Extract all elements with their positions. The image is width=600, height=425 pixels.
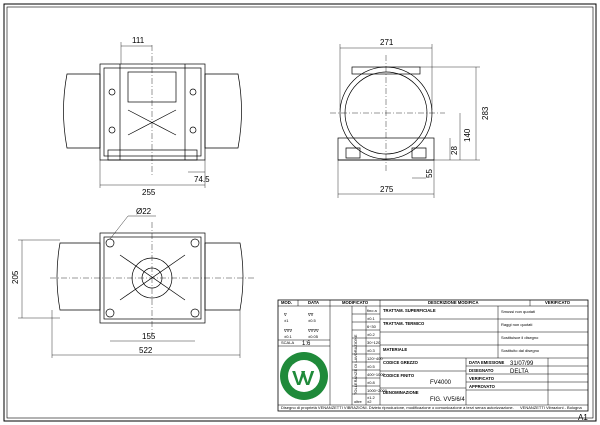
plan-view [18, 215, 255, 358]
dim-plan-length: 522 [139, 346, 153, 355]
front-view [63, 42, 242, 188]
tolerance-value: ±0.1 [367, 316, 376, 321]
header-modificato: MODIFICATO [342, 300, 369, 305]
tolerance-range: oltre [354, 399, 363, 404]
label-data-emissione: DATA EMISSIONE [469, 360, 504, 365]
label-codice-grezzo: CODICE GREZZO [383, 360, 419, 365]
sheet-border [3, 3, 597, 422]
dim-side-width-bottom: 275 [380, 185, 394, 194]
label-sostituisce: Sostituisce il disegno [501, 335, 539, 340]
value-codice-finito: FV4000 [430, 380, 452, 386]
footer-company: VENANZETTI Vibrazioni - Bologna [520, 405, 583, 410]
roughness-value: ±0.05 [308, 334, 319, 339]
label-trattamento-superficiale: TRATTAM. SUPERFICIALE [383, 308, 436, 313]
tolerance-value: ±0.5 [367, 364, 376, 369]
header-verificato: VERIFICATO [545, 300, 571, 305]
dim-side-height-total: 283 [481, 106, 490, 120]
roughness-value: ±0.1 [284, 334, 293, 339]
label-verificato: VERIFICATO [469, 376, 495, 381]
header-mod: MOD. [281, 300, 292, 305]
roughness-symbol: ∇ [283, 312, 287, 317]
footer-disclaimer: Disegno di proprietà VENANZETTI VIBRAZIO… [281, 405, 514, 410]
label-materiale: MATERIALE [383, 347, 407, 352]
sheet-format: A1 [578, 413, 588, 422]
dim-side-width-top: 271 [380, 38, 394, 47]
logo-lettering: V [292, 368, 306, 390]
dim-side-axis-height: 140 [463, 128, 472, 142]
dim-front-top-width: 111 [132, 36, 145, 45]
title-block [277, 299, 589, 412]
dim-plan-hole-spacing: 155 [142, 332, 156, 341]
scale-value: 1:6 [302, 341, 311, 347]
dim-front-offset: 74.5 [194, 175, 210, 184]
dim-front-width-bottom: 255 [142, 188, 156, 197]
roughness-value: ±1 [284, 318, 289, 323]
roughness-symbols: ∇ ±1 ∇∇ ±0.5 ∇∇∇ ±0.1 ∇∇∇∇ ±0.05 [283, 312, 319, 339]
tolerance-range: 30÷120 [367, 340, 381, 345]
label-disegnato: DISEGNATO [469, 368, 494, 373]
tolerance-value: ±0.3 [367, 348, 376, 353]
label-approvato: APPROVATO [469, 384, 496, 389]
tolerance-range: 400÷1000 [367, 372, 386, 377]
sheet-inner-border [6, 6, 594, 419]
tolerance-range: 6÷30 [367, 324, 377, 329]
dim-plan-depth: 205 [11, 270, 20, 284]
label-codice-finito: CODICE FINITO [383, 373, 415, 378]
label-smussi: Smussi non quotati [501, 309, 535, 314]
tolerance-value: ±1.2 [367, 395, 376, 400]
tolerance-value: ±0.8 [367, 380, 376, 385]
company-logo: V V [280, 352, 328, 400]
tolerance-table: fino a ±0.1 6÷30 ±0.2 30÷120 ±0.3 120÷40… [354, 308, 388, 404]
tolerance-value: ±0.2 [367, 332, 376, 337]
dim-plan-hole-dia: Ø22 [136, 207, 152, 216]
tolerance-range: fino a [367, 308, 378, 313]
dim-side-base-height: 28 [450, 146, 459, 155]
value-denominazione: FIG. VV5/6/4 [430, 397, 465, 403]
label-denominazione: DENOMINAZIONE [383, 390, 419, 395]
roughness-symbol: ∇∇ [307, 312, 314, 317]
header-descrizione: DESCRIZIONE MODIFICA [428, 300, 478, 305]
label-trattamento-termico: TRATTAM. TERMICO [383, 321, 425, 326]
roughness-symbol: ∇∇∇∇ [307, 328, 319, 333]
roughness-value: ±0.5 [308, 318, 317, 323]
tolerance-range: 1000÷2000 [367, 388, 388, 393]
dim-side-base-offset: 55 [425, 169, 434, 178]
tolerance-value: ±2 [367, 399, 372, 404]
value-data-emissione: 31/07/99 [510, 361, 534, 367]
label-sostituito: Sostituito dal disegno [501, 348, 540, 353]
value-disegnato: DELTA [510, 369, 528, 375]
scale-label: SCALA [281, 340, 294, 345]
side-view [330, 44, 480, 198]
header-data: DATA [308, 300, 319, 305]
logo-lettering: V [301, 368, 315, 390]
tolerance-range: 120÷400 [367, 356, 383, 361]
label-raggi: Raggi non quotati [501, 322, 532, 327]
tolerances-title: TOLLERANZE DI LAVORAZIONE [353, 334, 358, 395]
roughness-symbol: ∇∇∇ [283, 328, 292, 333]
